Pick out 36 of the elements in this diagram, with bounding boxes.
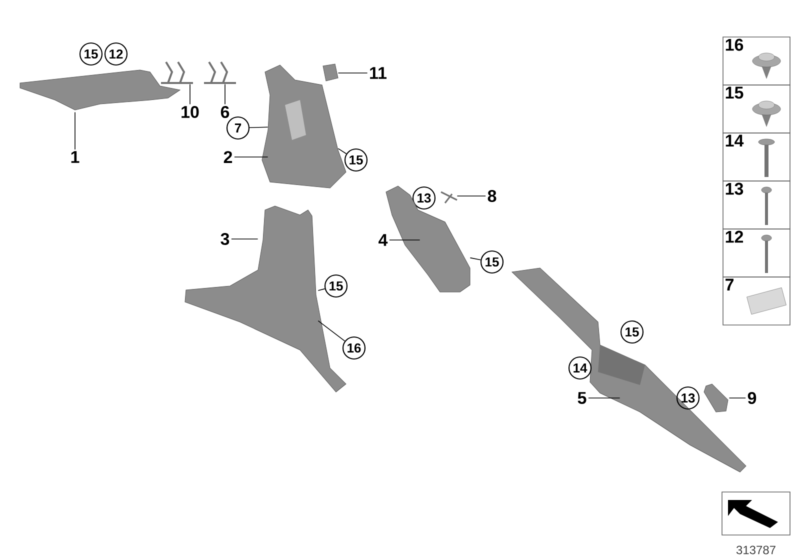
fastener-cell: 12	[722, 228, 790, 278]
leader-line	[470, 257, 482, 260]
leader-line	[338, 148, 347, 154]
callout-number: 10	[182, 106, 199, 118]
clip-drawing	[203, 61, 237, 84]
callout-number: 5	[578, 392, 586, 404]
callout-number: 4	[378, 234, 388, 246]
trim-panel-drawing	[512, 268, 746, 472]
fastener-cell: 15	[722, 84, 790, 134]
clip-drawing	[704, 384, 728, 412]
leader-line	[231, 238, 258, 240]
leader-line	[318, 288, 326, 291]
leader-line	[318, 320, 346, 342]
clip-drawing	[322, 64, 338, 82]
clip-drawing	[440, 191, 458, 204]
trim-panel-drawing	[20, 70, 180, 110]
callout-number: 2	[224, 151, 232, 163]
callout-number: 8	[488, 190, 496, 202]
leader-line	[338, 72, 368, 74]
leader-line	[74, 112, 76, 150]
callout-number: 1	[71, 151, 80, 163]
trim-panel-drawing	[262, 64, 346, 188]
leader-line	[224, 84, 226, 105]
fastener-cell: 16	[722, 36, 790, 86]
leader-line	[234, 156, 268, 158]
callout-number: 6	[220, 106, 230, 118]
drawing-number: 313787	[736, 546, 776, 554]
callout-number: 11	[370, 67, 387, 79]
callout-number: 9	[748, 392, 756, 404]
leader-line	[249, 126, 268, 128]
fastener-cell: 14	[722, 132, 790, 182]
clip-drawing	[160, 61, 194, 84]
trim-panel-drawing	[184, 206, 346, 392]
callout-number: 3	[220, 232, 230, 246]
fastener-cell: 7	[722, 276, 790, 326]
fastener-cell: 13	[722, 180, 790, 230]
